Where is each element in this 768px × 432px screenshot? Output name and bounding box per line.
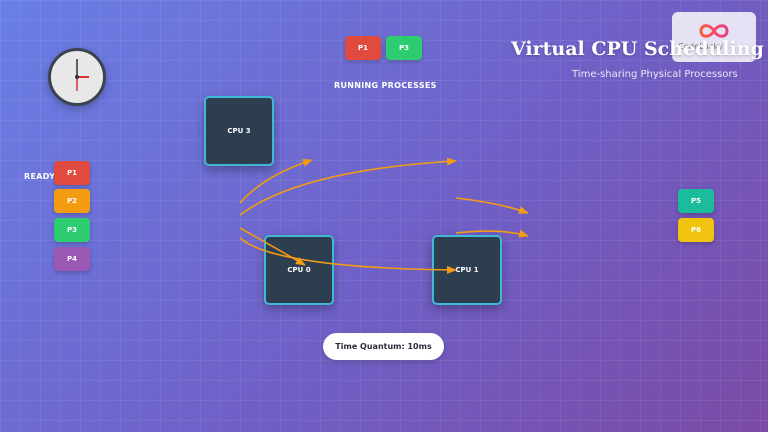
page-subtitle: Time-sharing Physical Processors bbox=[572, 69, 738, 80]
cpu-3-label: CPU 3 bbox=[227, 127, 251, 135]
cpu-0-label: CPU 0 bbox=[287, 266, 311, 274]
waiting-process-p6[interactable]: P6 bbox=[678, 218, 714, 242]
codelucky-logo[interactable]: CodeLucky bbox=[672, 12, 756, 62]
running-process-p1[interactable]: P1 bbox=[345, 36, 381, 60]
page-title: Virtual CPU Scheduling bbox=[511, 38, 764, 60]
time-quantum-badge: Time Quantum: 10ms bbox=[323, 333, 444, 360]
cpu-0-box[interactable]: CPU 0 bbox=[264, 235, 334, 305]
infinity-icon bbox=[699, 24, 729, 38]
ready-queue-label: READY bbox=[24, 172, 56, 181]
running-processes-label: RUNNING PROCESSES bbox=[334, 81, 437, 90]
running-process-p3[interactable]: P3 bbox=[386, 36, 422, 60]
cpu-1-label: CPU 1 bbox=[455, 266, 479, 274]
cpu-1-box[interactable]: CPU 1 bbox=[432, 235, 502, 305]
ready-process-p1[interactable]: P1 bbox=[54, 161, 90, 185]
ready-process-p2[interactable]: P2 bbox=[54, 189, 90, 213]
ready-process-p3[interactable]: P3 bbox=[54, 218, 90, 242]
logo-text: CodeLucky bbox=[678, 42, 724, 51]
ready-process-p4[interactable]: P4 bbox=[54, 247, 90, 271]
waiting-process-p5[interactable]: P5 bbox=[678, 189, 714, 213]
cpu-3-box[interactable]: CPU 3 bbox=[204, 96, 274, 166]
clock-icon bbox=[48, 48, 106, 106]
